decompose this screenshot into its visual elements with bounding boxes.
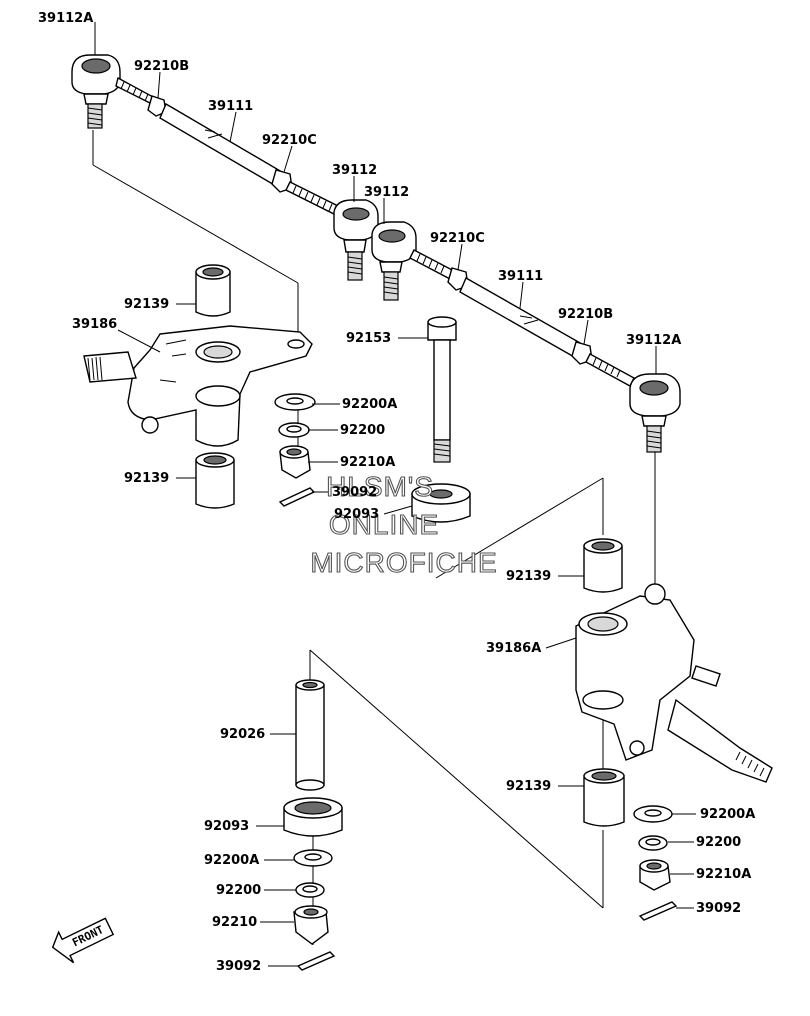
label-92210C-top: 92210C bbox=[262, 133, 317, 148]
washer-92200A-c bbox=[633, 805, 673, 823]
tie-rod-end-39112A-right bbox=[629, 373, 681, 453]
label-39092-c: 39092 bbox=[696, 901, 741, 916]
label-92139-d: 92139 bbox=[506, 779, 551, 794]
label-92210C-mid: 92210C bbox=[430, 231, 485, 246]
label-39092-b: 39092 bbox=[216, 959, 261, 974]
nut-92210A-a bbox=[279, 445, 311, 479]
tie-rod-end-39112A-top bbox=[71, 54, 156, 129]
label-92093-b: 92093 bbox=[204, 819, 249, 834]
bushing-92093-a bbox=[411, 483, 471, 523]
label-92026: 92026 bbox=[220, 727, 265, 742]
knuckle-39186A bbox=[575, 583, 773, 783]
front-direction-badge: FRONT bbox=[51, 917, 115, 964]
watermark: HLSM'S ONLINE MICROFICHE bbox=[310, 470, 497, 578]
label-92200A-c: 92200A bbox=[700, 807, 755, 822]
washer-92200-a bbox=[278, 422, 310, 438]
label-92210A-b: 92210A bbox=[696, 867, 751, 882]
knuckle-39186 bbox=[83, 325, 313, 447]
label-92139-a: 92139 bbox=[124, 297, 169, 312]
washer-92200A-b bbox=[293, 849, 333, 867]
label-39112A-top: 39112A bbox=[38, 11, 93, 26]
tie-rod-thread-mid bbox=[409, 249, 457, 281]
callout-lines bbox=[94, 22, 696, 967]
label-92200-b: 92200 bbox=[216, 883, 261, 898]
cotter-pin-39092-b bbox=[296, 951, 336, 971]
label-92200A-a: 92200A bbox=[342, 397, 397, 412]
label-92200-c: 92200 bbox=[696, 835, 741, 850]
nut-92210 bbox=[293, 905, 329, 945]
tie-rod-end-39112-b bbox=[371, 221, 417, 301]
watermark-line-2: ONLINE bbox=[329, 509, 439, 540]
cotter-pin-39092-c bbox=[638, 901, 678, 921]
watermark-line-3: MICROFICHE bbox=[310, 547, 497, 578]
bolt-92153 bbox=[427, 316, 457, 463]
watermark-line-1: HLSM'S bbox=[326, 471, 434, 502]
label-39092-a: 39092 bbox=[332, 485, 377, 500]
washer-92200A-a bbox=[274, 393, 316, 411]
bushing-92139-a bbox=[195, 264, 231, 317]
part-labels: 39112A 92210B 39111 92210C 39112 39112 9… bbox=[38, 11, 755, 974]
label-39111-top: 39111 bbox=[208, 99, 253, 114]
label-92200A-b: 92200A bbox=[204, 853, 259, 868]
label-92210B-mid: 92210B bbox=[558, 307, 613, 322]
nut-92210A-b bbox=[639, 859, 671, 891]
label-39112-b: 39112 bbox=[364, 185, 409, 200]
washer-92200-c bbox=[638, 835, 668, 851]
cotter-pin-39092-a bbox=[278, 487, 316, 507]
label-92210: 92210 bbox=[212, 915, 257, 930]
label-92153: 92153 bbox=[346, 331, 391, 346]
bushing-92139-d bbox=[583, 768, 625, 827]
label-92210B-top: 92210B bbox=[134, 59, 189, 74]
label-39186: 39186 bbox=[72, 317, 117, 332]
label-92139-b: 92139 bbox=[124, 471, 169, 486]
label-92210A-a: 92210A bbox=[340, 455, 395, 470]
tie-rod-end-39112-a bbox=[333, 199, 379, 281]
washer-92200-b bbox=[295, 882, 325, 898]
label-39111-mid: 39111 bbox=[498, 269, 543, 284]
sleeve-92026 bbox=[295, 679, 325, 791]
label-92139-c: 92139 bbox=[506, 569, 551, 584]
bushing-92093-b bbox=[283, 797, 343, 837]
bushing-92139-c bbox=[583, 538, 623, 593]
label-92200-a: 92200 bbox=[340, 423, 385, 438]
label-92093-a: 92093 bbox=[334, 507, 379, 522]
label-39112A-right: 39112A bbox=[626, 333, 681, 348]
bushing-92139-b bbox=[195, 452, 235, 509]
tie-rod-thread-right bbox=[585, 353, 635, 387]
label-39112-a: 39112 bbox=[332, 163, 377, 178]
label-39186A: 39186A bbox=[486, 641, 541, 656]
